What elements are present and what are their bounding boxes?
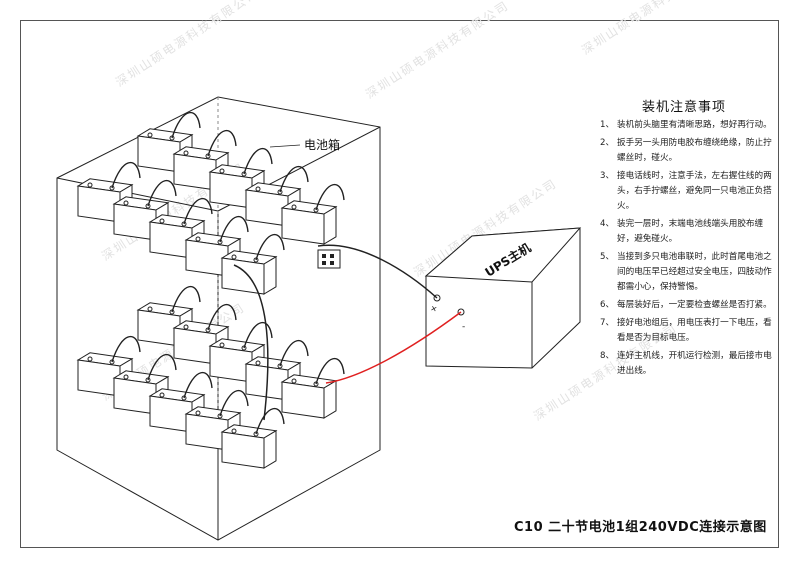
positive-cable	[325, 311, 462, 384]
note-item: 1、装机前头脑里有清晰思路，想好再行动。	[600, 120, 772, 130]
battery	[76, 161, 141, 223]
note-item: 8、连好主机线，开机运行检测，最后接市电进出线。	[600, 351, 772, 376]
ups-terminal-negative-label: +	[429, 303, 441, 315]
battery	[172, 303, 237, 365]
ups-unit	[424, 227, 582, 369]
battery	[148, 371, 213, 433]
battery	[280, 357, 345, 419]
battery	[280, 183, 345, 245]
diagram-caption: C10 二十节电池1组240VDC连接示意图	[514, 520, 767, 535]
note-item: 3、接电话线时，注意手法，左右握住线的两头，右手拧螺丝，避免同一只电池正负搭火。	[600, 171, 772, 211]
notes-list: 1、装机前头脑里有清晰思路，想好再行动。 2、扳手另一头用防电胶布缠绕绝缘，防止…	[600, 118, 775, 382]
inter-tier-cable	[233, 264, 269, 421]
drawing-border	[20, 20, 779, 548]
battery	[220, 407, 285, 469]
junction-box	[317, 249, 341, 269]
negative-cable	[317, 244, 438, 299]
note-item: 4、装完一层时，末端电池线端头用胶布缠好，避免碰火。	[600, 219, 764, 244]
battery-group	[76, 111, 345, 469]
battery	[148, 197, 213, 259]
note-item: 7、接好电池组后，用电压表打一下电压，看看是否为目标电压。	[600, 318, 772, 343]
note-item: 2、扳手另一头用防电胶布缠绕绝缘，防止拧螺丝时，碰火。	[600, 138, 772, 163]
battery	[220, 233, 285, 295]
notes-title: 装机注意事项	[642, 100, 727, 115]
battery-box-label: 电池箱	[304, 137, 340, 152]
note-item: 6、每层装好后，一定要检查螺丝是否打紧。	[600, 300, 772, 310]
battery-box-leader	[269, 144, 301, 148]
note-item: 5、当接到多只电池串联时，此时首尾电池之间的电压早已经超过安全电压，四肢动作都需…	[600, 252, 772, 292]
ups-terminal-positive-label: -	[462, 322, 465, 332]
